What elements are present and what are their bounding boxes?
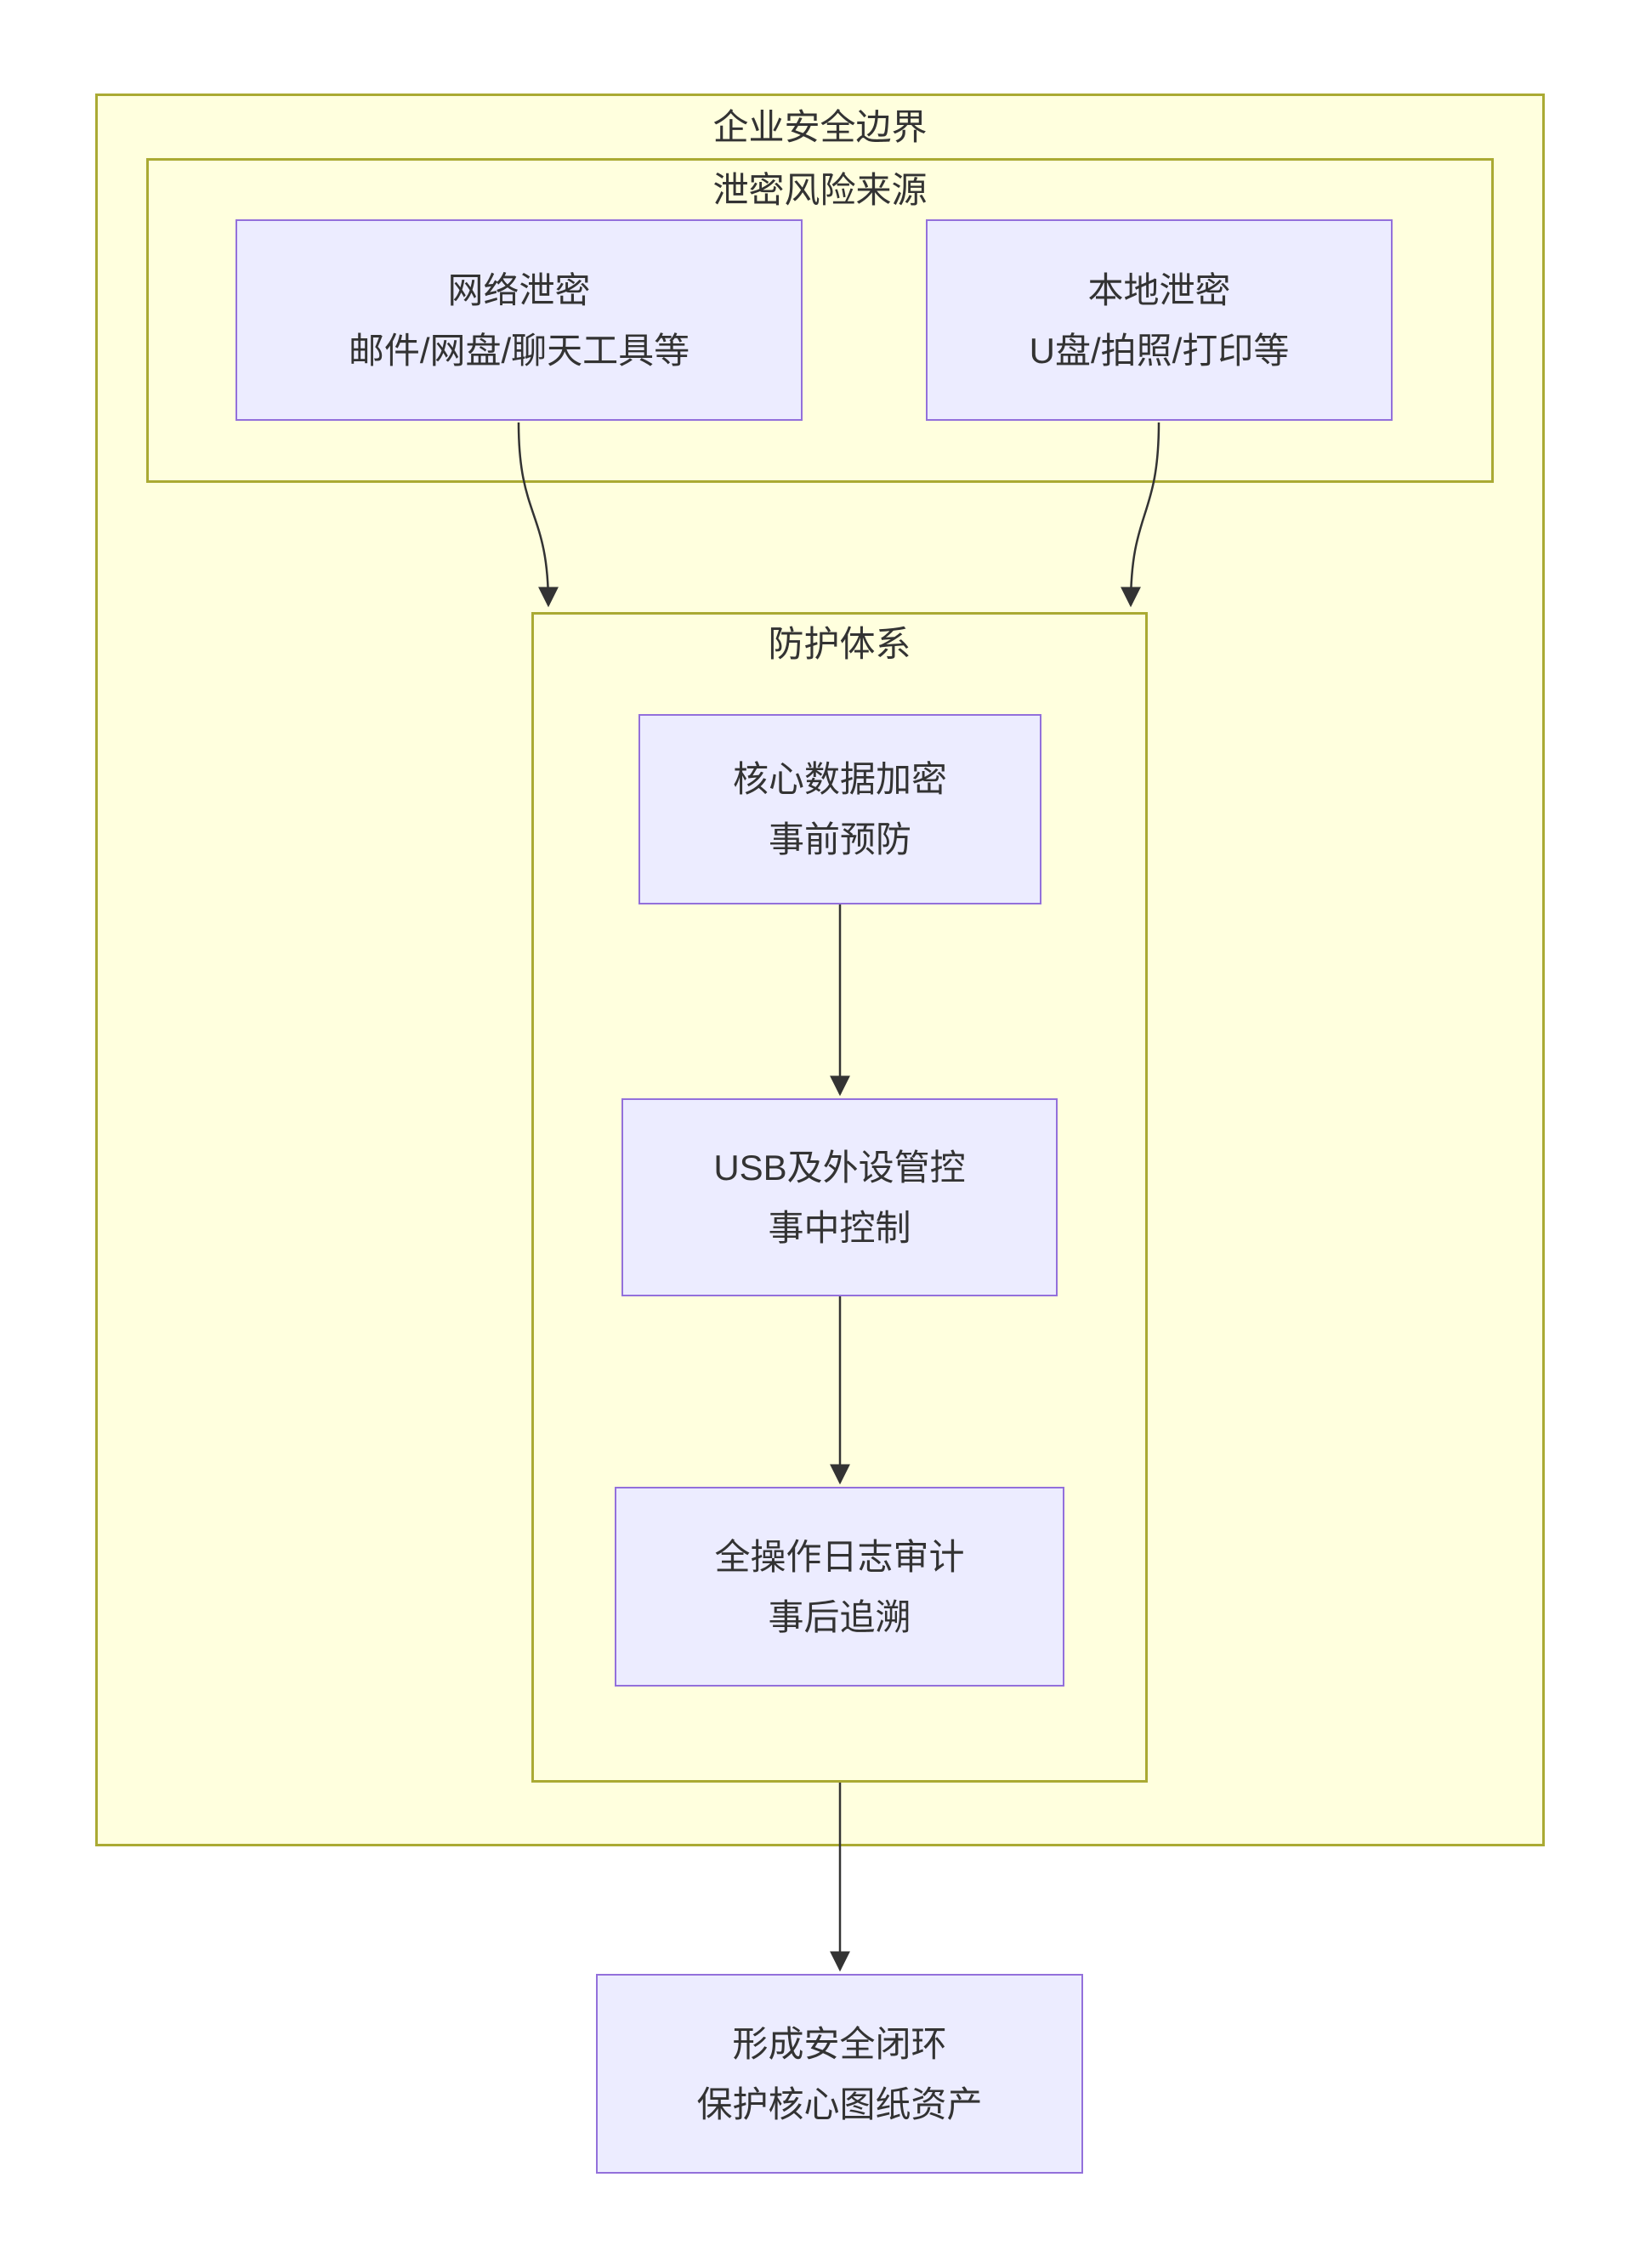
node-security-closed-loop-subtitle: 保护核心图纸资产 (696, 2084, 983, 2124)
node-operation-log-audit-subtitle: 事后追溯 (768, 1596, 911, 1637)
node-local-leak: 本地泄密 U盘/拍照/打印等 (926, 219, 1393, 421)
node-usb-peripheral-control: USB及外设管控 事中控制 (621, 1098, 1058, 1296)
cluster-title-enterprise-boundary: 企业安全边界 (712, 107, 928, 147)
node-core-data-encryption-title: 核心数据加密 (732, 759, 947, 799)
node-security-closed-loop: 形成安全闭环 保护核心图纸资产 (596, 1974, 1083, 2174)
node-network-leak-subtitle: 邮件/网盘/聊天工具等 (348, 330, 690, 371)
node-operation-log-audit-title: 全操作日志审计 (714, 1536, 965, 1577)
node-security-closed-loop-title: 形成安全闭环 (732, 2023, 947, 2064)
node-network-leak: 网络泄密 邮件/网盘/聊天工具等 (236, 219, 803, 421)
node-usb-peripheral-control-subtitle: 事中控制 (768, 1207, 911, 1248)
node-local-leak-subtitle: U盘/拍照/打印等 (1029, 330, 1290, 371)
node-core-data-encryption-subtitle: 事前预防 (768, 819, 911, 859)
node-network-leak-title: 网络泄密 (447, 269, 591, 310)
node-local-leak-title: 本地泄密 (1087, 269, 1231, 310)
node-operation-log-audit: 全操作日志审计 事后追溯 (615, 1487, 1064, 1687)
cluster-title-defense-system: 防护体系 (768, 624, 911, 664)
cluster-title-risk-sources: 泄密风险来源 (712, 170, 928, 210)
node-core-data-encryption: 核心数据加密 事前预防 (638, 714, 1041, 904)
node-usb-peripheral-control-title: USB及外设管控 (713, 1147, 966, 1188)
